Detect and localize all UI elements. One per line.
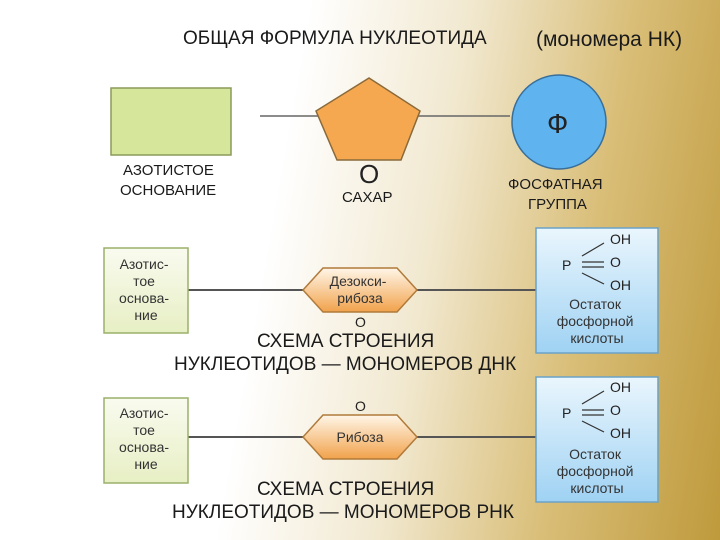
base-label: АЗОТИСТОЕ ОСНОВАНИЕ — [120, 162, 218, 199]
page-title: ОБЩАЯ ФОРМУЛА НУКЛЕОТИДА — [183, 28, 487, 49]
dna-caption: СХЕМА СТРОЕНИЯ НУКЛЕОТИДОВ — МОНОМЕРОВ Д… — [174, 331, 516, 375]
phosphate-circle — [511, 74, 607, 170]
dna-sugar-hexagon — [301, 267, 419, 313]
dna-base-text: Азотис- тое основа- ние — [119, 256, 173, 323]
rna-base-text: Азотис- тое основа- ние — [119, 405, 173, 472]
dna-group-oh-bottom: OH — [610, 277, 631, 293]
dna-group-oh-top: OH — [610, 231, 631, 247]
rna-phosphate-label: Остаток фосфорной кислоты — [557, 446, 638, 496]
rna-phosphate-box — [535, 376, 659, 503]
rna-sugar-text: Рибоза — [336, 429, 383, 445]
nitrogen-base-box — [110, 87, 232, 156]
rna-bond-top — [581, 390, 605, 405]
dna-bond-bottom — [581, 272, 605, 285]
dna-group-o: O — [610, 254, 621, 270]
page-title-paren: (мономера НК) — [536, 28, 682, 51]
sugar-label: САХАР — [342, 189, 393, 206]
dna-phosphate-box — [535, 227, 659, 354]
dna-sugar-text: Дезокси- рибоза — [330, 273, 391, 306]
rna-group-oh-bottom: OH — [610, 425, 631, 441]
rna-sugar-oxygen: O — [355, 398, 366, 414]
rna-sugar-hexagon — [301, 414, 419, 460]
dna-bond-top — [581, 242, 605, 257]
dna-phosphorus: P — [562, 257, 571, 273]
sugar-pentagon — [315, 77, 421, 161]
rna-bond-bottom — [581, 420, 605, 433]
dna-phosphate-label: Остаток фосфорной кислоты — [557, 296, 638, 346]
phosphate-label: ФОСФАТНАЯ ГРУППА — [508, 176, 607, 213]
rna-phosphorus: P — [562, 405, 571, 421]
phosphate-symbol: Ф — [547, 108, 568, 139]
rna-group-oh-top: OH — [610, 379, 631, 395]
dna-nitrogen-base-box — [103, 247, 189, 334]
rna-nitrogen-base-box — [103, 397, 189, 484]
rna-group-o: O — [610, 402, 621, 418]
sugar-oxygen: O — [359, 159, 379, 189]
dna-sugar-oxygen: O — [355, 314, 366, 330]
rna-caption: СХЕМА СТРОЕНИЯ НУКЛЕОТИДОВ — МОНОМЕРОВ Р… — [172, 479, 514, 523]
